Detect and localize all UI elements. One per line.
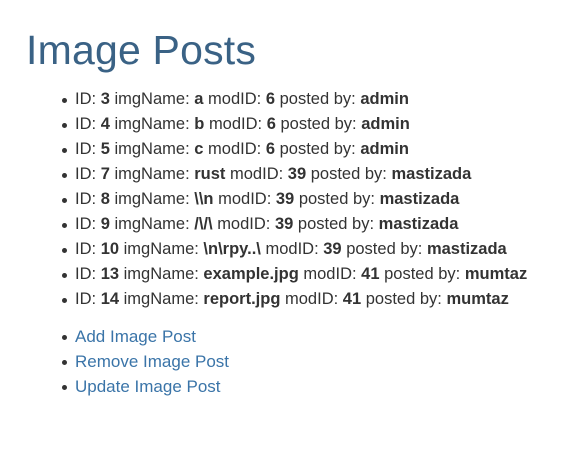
mod-id-label: modID: <box>217 215 271 233</box>
post-item: ID: 14 imgName: report.jpg modID: 41 pos… <box>26 287 527 312</box>
post-item: ID: 13 imgName: example.jpg modID: 41 po… <box>26 262 527 287</box>
posted-by-label: posted by: <box>384 265 461 283</box>
post-img-name: report.jpg <box>203 290 281 308</box>
post-img-name: \\n <box>194 190 214 208</box>
post-id: 14 <box>100 290 120 308</box>
remove-image-post-link[interactable]: Remove Image Post <box>75 352 230 371</box>
img-name-label: imgName: <box>114 90 190 108</box>
id-label: ID: <box>75 290 97 308</box>
img-name-label: imgName: <box>114 115 190 133</box>
id-label: ID: <box>75 265 97 283</box>
img-name-label: imgName: <box>123 265 199 283</box>
post-item: ID: 3 imgName: a modID: 6 posted by: adm… <box>26 87 527 112</box>
posted-by-label: posted by: <box>280 115 357 133</box>
post-mod-id: 41 <box>361 265 380 283</box>
post-id: 7 <box>100 165 110 183</box>
post-author: mumtaz <box>446 290 509 308</box>
id-label: ID: <box>75 190 97 208</box>
post-id: 8 <box>100 190 110 208</box>
mod-id-label: modID: <box>303 265 357 283</box>
add-image-post-link[interactable]: Add Image Post <box>75 327 196 346</box>
post-id: 4 <box>100 115 110 133</box>
post-mod-id: 6 <box>266 115 276 133</box>
post-img-name: /\/\ <box>194 215 213 233</box>
post-img-name: rust <box>194 165 226 183</box>
post-img-name: b <box>194 115 205 133</box>
action-item: Remove Image Post <box>26 349 229 374</box>
post-item: ID: 7 imgName: rust modID: 39 posted by:… <box>26 162 527 187</box>
posted-by-label: posted by: <box>297 215 375 233</box>
post-id: 9 <box>100 215 110 233</box>
post-author: mastizada <box>426 240 507 258</box>
update-image-post-link[interactable]: Update Image Post <box>75 377 221 396</box>
mod-id-label: modID: <box>265 240 319 258</box>
img-name-label: imgName: <box>114 190 190 208</box>
mod-id-label: modID: <box>208 140 262 158</box>
post-mod-id: 39 <box>275 190 295 208</box>
post-mod-id: 41 <box>342 290 362 308</box>
post-id: 3 <box>100 90 110 108</box>
img-name-label: imgName: <box>123 290 199 308</box>
posted-by-label: posted by: <box>298 190 375 208</box>
post-img-name: example.jpg <box>203 265 299 283</box>
post-mod-id: 39 <box>274 215 294 233</box>
id-label: ID: <box>75 215 97 233</box>
posted-by-label: posted by: <box>279 90 356 108</box>
post-author: mastizada <box>379 190 460 208</box>
post-id: 10 <box>100 240 120 258</box>
post-mod-id: 39 <box>287 165 307 183</box>
post-img-name: \n\rpy..\ <box>203 240 261 258</box>
mod-id-label: modID: <box>285 290 339 308</box>
post-author: admin <box>360 90 409 108</box>
post-item: ID: 10 imgName: \n\rpy..\ modID: 39 post… <box>26 237 527 262</box>
mod-id-label: modID: <box>218 190 272 208</box>
post-author: admin <box>360 140 409 158</box>
action-item: Update Image Post <box>26 374 229 399</box>
post-author: mastizada <box>378 215 459 233</box>
id-label: ID: <box>75 240 97 258</box>
img-name-label: imgName: <box>114 215 190 233</box>
img-name-label: imgName: <box>123 240 199 258</box>
id-label: ID: <box>75 165 97 183</box>
posted-by-label: posted by: <box>346 240 423 258</box>
action-item: Add Image Post <box>26 324 229 349</box>
post-img-name: c <box>194 140 204 158</box>
post-id: 13 <box>100 265 120 283</box>
post-id: 5 <box>100 140 110 158</box>
posted-by-label: posted by: <box>365 290 442 308</box>
post-mod-id: 39 <box>323 240 342 258</box>
id-label: ID: <box>75 140 97 158</box>
post-author: mastizada <box>391 165 472 183</box>
img-name-label: imgName: <box>114 165 190 183</box>
post-item: ID: 9 imgName: /\/\ modID: 39 posted by:… <box>26 212 527 237</box>
post-author: admin <box>361 115 410 133</box>
mod-id-label: modID: <box>208 115 263 133</box>
post-mod-id: 6 <box>265 90 275 108</box>
post-item: ID: 8 imgName: \\n modID: 39 posted by: … <box>26 187 527 212</box>
img-name-label: imgName: <box>114 140 190 158</box>
mod-id-label: modID: <box>230 165 284 183</box>
action-links-list: Add Image Post Remove Image Post Update … <box>26 324 229 399</box>
page-title: Image Posts <box>26 27 257 73</box>
post-item: ID: 5 imgName: c modID: 6 posted by: adm… <box>26 137 527 162</box>
id-label: ID: <box>75 90 97 108</box>
image-post-list: ID: 3 imgName: a modID: 6 posted by: adm… <box>26 87 527 312</box>
posted-by-label: posted by: <box>310 165 387 183</box>
post-mod-id: 6 <box>265 140 275 158</box>
post-author: mumtaz <box>464 265 528 283</box>
post-item: ID: 4 imgName: b modID: 6 posted by: adm… <box>26 112 527 137</box>
mod-id-label: modID: <box>208 90 262 108</box>
posted-by-label: posted by: <box>279 140 356 158</box>
id-label: ID: <box>75 115 97 133</box>
post-img-name: a <box>194 90 204 108</box>
